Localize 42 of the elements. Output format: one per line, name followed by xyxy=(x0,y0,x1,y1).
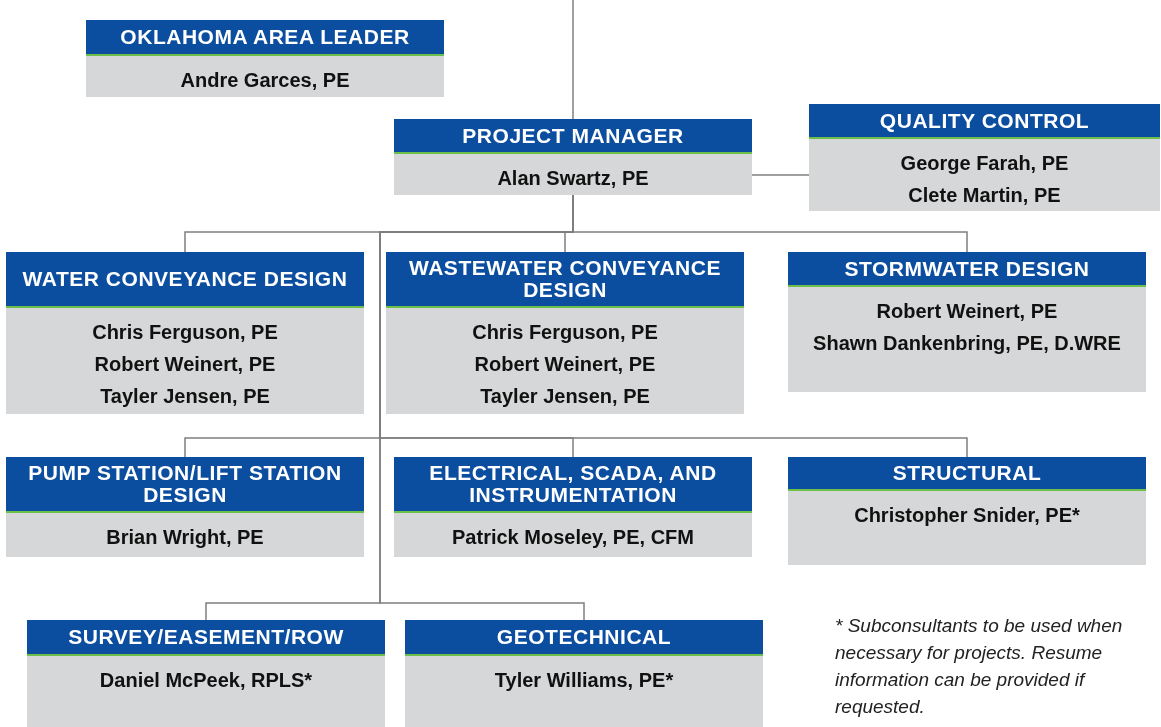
title-bar: SURVEY/EASEMENT/ROW xyxy=(27,620,385,656)
org-chart-box xyxy=(27,620,385,727)
person-name: Robert Weinert, PE xyxy=(876,299,1058,324)
org-chart-box xyxy=(86,20,444,97)
connector-line xyxy=(751,174,810,176)
person-name: Robert Weinert, PE xyxy=(94,352,276,377)
title-bar: PROJECT MANAGER xyxy=(394,119,752,154)
title-bar: PUMP STATION/LIFT STATION DESIGN xyxy=(6,457,364,513)
org-chart-box xyxy=(6,457,364,557)
person-name: Brian Wright, PE xyxy=(106,525,264,550)
org-chart-box xyxy=(788,252,1146,392)
person-name: Tyler Williams, PE* xyxy=(494,668,674,693)
person-name: George Farah, PE xyxy=(900,151,1069,176)
org-chart-box xyxy=(386,252,744,414)
org-chart-box xyxy=(809,104,1160,211)
person-name: Robert Weinert, PE xyxy=(474,352,656,377)
person-name: Christopher Snider, PE* xyxy=(854,503,1080,528)
person-name: Tayler Jensen, PE xyxy=(480,384,650,409)
org-chart-box xyxy=(394,119,752,195)
person-name: Clete Martin, PE xyxy=(908,183,1061,208)
person-name: Tayler Jensen, PE xyxy=(100,384,270,409)
title-bar: STORMWATER DESIGN xyxy=(788,252,1146,287)
person-name: Daniel McPeek, RPLS* xyxy=(99,668,313,693)
person-name: Andre Garces, PE xyxy=(180,68,350,93)
person-name: Patrick Moseley, PE, CFM xyxy=(452,525,694,550)
org-chart-box xyxy=(6,252,364,414)
person-name: Shawn Dankenbring, PE, D.WRE xyxy=(813,331,1121,356)
title-bar: QUALITY CONTROL xyxy=(809,104,1160,139)
person-name: Chris Ferguson, PE xyxy=(472,320,658,345)
org-chart-box xyxy=(394,457,752,557)
person-name: Chris Ferguson, PE xyxy=(92,320,278,345)
footnote: * Subconsultants to be used when necessary for projects. Resume information can be provided if requested. xyxy=(835,614,1124,719)
connector-line xyxy=(572,0,574,120)
org-chart-box xyxy=(405,620,763,727)
title-bar: WATER CONVEYANCE DESIGN xyxy=(6,252,364,308)
title-bar: WASTEWATER CONVEYANCE DESIGN xyxy=(386,252,744,308)
title-bar: GEOTECHNICAL xyxy=(405,620,763,656)
title-bar: OKLAHOMA AREA LEADER xyxy=(86,20,444,56)
person-name: Alan Swartz, PE xyxy=(497,166,649,191)
title-bar: STRUCTURAL xyxy=(788,457,1146,491)
title-bar: ELECTRICAL, SCADA, AND INSTRUMENTATION xyxy=(394,457,752,513)
org-chart-box xyxy=(788,457,1146,565)
